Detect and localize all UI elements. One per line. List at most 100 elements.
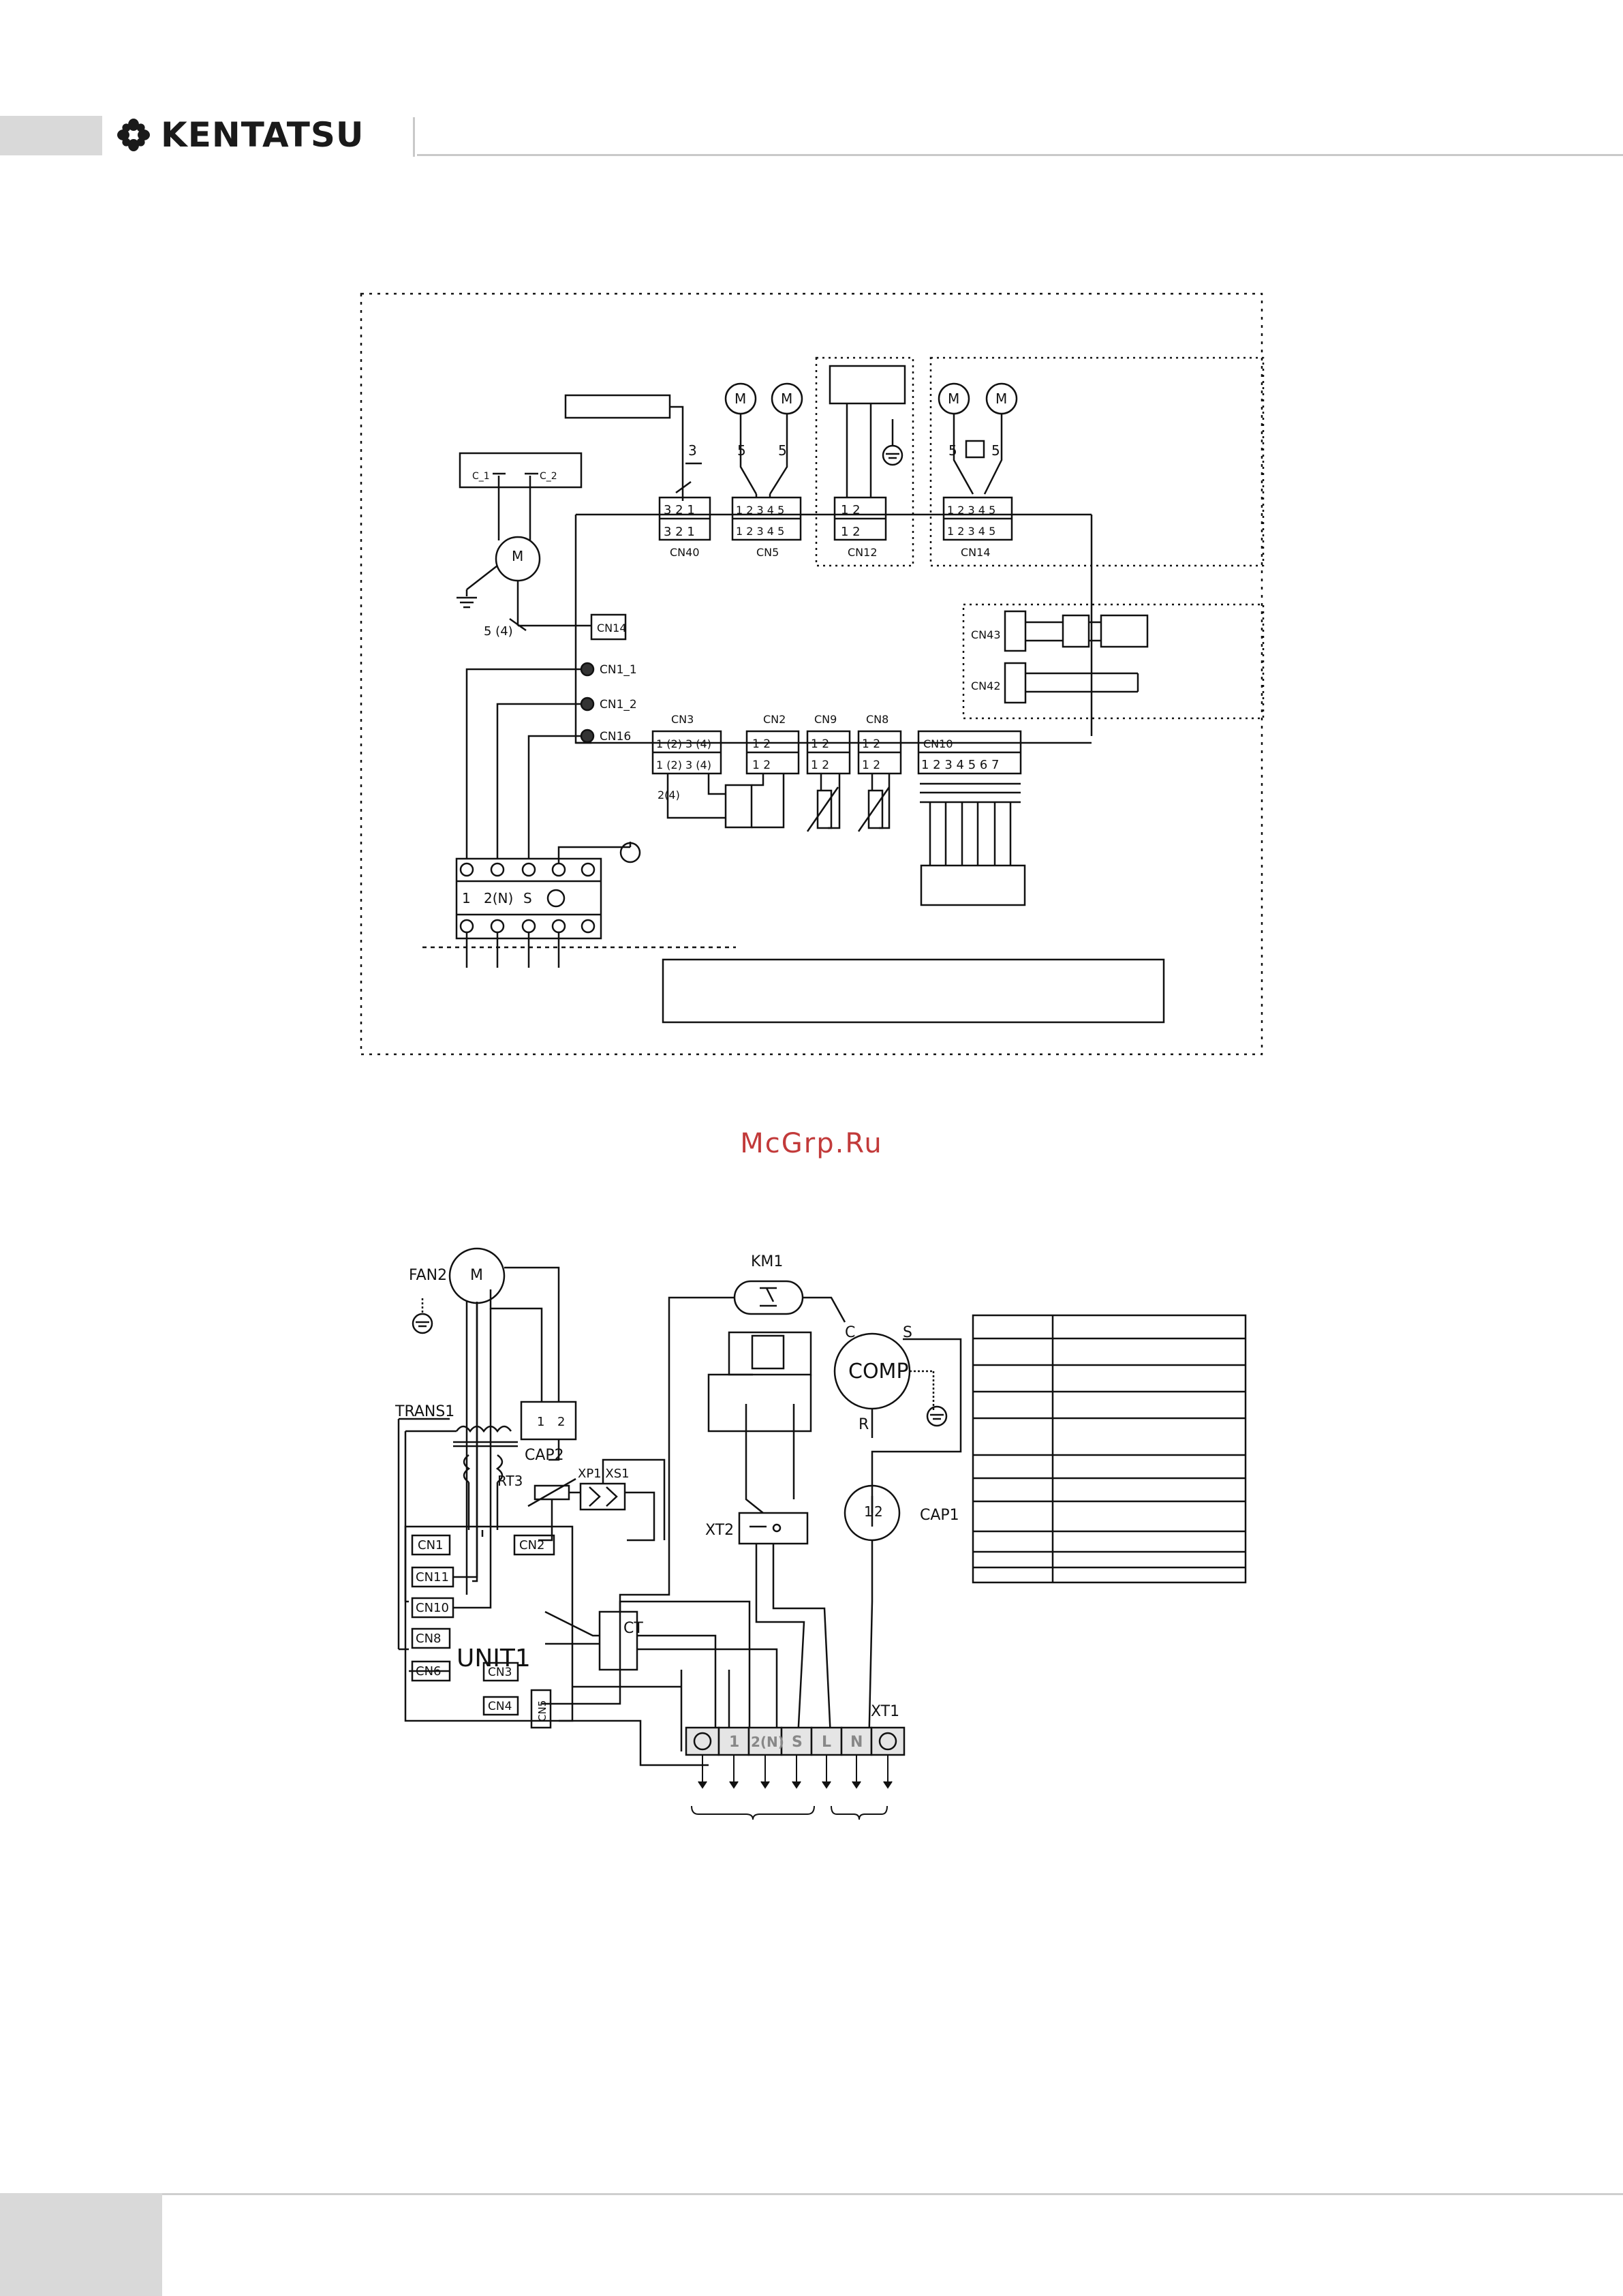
footer-rule — [162, 2193, 1623, 2195]
unit-cn10-label: CN10 — [416, 1601, 449, 1615]
unit-cn3-label: CN3 — [488, 1666, 512, 1679]
cn2-pins-bottom: 1 2 — [752, 759, 771, 772]
cn5-pins-top: 1 2 3 4 5 — [736, 504, 784, 517]
cn43-device-box — [1100, 614, 1149, 648]
comp-c-label: C — [845, 1324, 855, 1341]
gear-flower-icon — [117, 119, 150, 151]
rt3-label: RT3 — [497, 1473, 523, 1489]
cn9-label: CN9 — [814, 713, 837, 726]
cn14-label: CN14 — [961, 546, 991, 559]
terminal-1-label: 1 — [462, 890, 471, 906]
comp-label: COMP — [848, 1360, 909, 1383]
xt1-ground-left — [685, 1726, 720, 1756]
cap2-label: CAP2 — [525, 1447, 564, 1464]
unit-cn4-label: CN4 — [488, 1700, 512, 1713]
ct-label: CT — [623, 1620, 643, 1637]
display-board-box — [564, 394, 671, 419]
cn9-pins-bottom: 1 2 — [811, 759, 829, 772]
swing-motor-2-label: M — [995, 391, 1007, 407]
cn10-device-box — [920, 864, 1026, 906]
indoor-motor-label: M — [512, 548, 523, 564]
cn12-device-box — [829, 365, 906, 405]
fan2-label: FAN2 — [409, 1267, 447, 1284]
header-divider-tick — [413, 117, 415, 157]
cn43-label: CN43 — [971, 628, 1001, 641]
unit-cn1 — [411, 1534, 451, 1556]
transformer-coil — [724, 784, 753, 829]
xt1-l-label: L — [822, 1734, 831, 1751]
wire-2-4-label: 2(4) — [658, 789, 680, 801]
cn1-1-label: CN1_1 — [600, 663, 637, 677]
xt1-2n-label: 2(N) — [751, 1734, 784, 1750]
cn2-label: CN2 — [763, 713, 786, 726]
cn3-pins-top: 1 (2) 3 (4) — [656, 737, 711, 750]
cap2-pin2: 2 — [557, 1415, 565, 1429]
unit-cn1-label: CN1 — [418, 1538, 444, 1552]
capacitor-box — [459, 452, 583, 489]
cn14-pins-top: 1 2 3 4 5 — [947, 504, 995, 517]
terminal-2n-label: 2(N) — [484, 890, 513, 906]
comp-s-label: S — [903, 1324, 912, 1341]
indoor-wiring-diagram: C_1 C_2 M 5 (4) CN14 3 3 2 1 3 2 1 CN40 … — [360, 292, 1265, 1056]
unit-cn11-label: CN11 — [416, 1570, 449, 1585]
cn8-pins-bottom: 1 2 — [862, 759, 880, 772]
cn43-cn42-region — [962, 603, 1265, 720]
km1-contact-body — [733, 1280, 804, 1315]
fan-motor-label: M — [470, 1267, 483, 1284]
cn40-pins-top: 3 2 1 — [664, 503, 695, 517]
km1-coil — [751, 1334, 785, 1370]
footer-grey-block — [0, 2193, 162, 2296]
trans1-label: TRANS1 — [395, 1403, 454, 1420]
unit-cn2-label: CN2 — [519, 1538, 545, 1552]
indoor-note-box — [662, 958, 1165, 1024]
cn10-label: CN10 — [923, 737, 953, 750]
cn12-label: CN12 — [848, 546, 878, 559]
cn12-pins-top: 1 2 — [841, 503, 861, 517]
swing-motor-1-label: M — [948, 391, 959, 407]
comp-r-label: R — [859, 1416, 869, 1433]
cn5-pins-bottom: 1 2 3 4 5 — [736, 525, 784, 538]
xt2-label: XT2 — [705, 1522, 734, 1539]
terminal-s-label: S — [523, 890, 532, 906]
unit-cn8 — [411, 1627, 451, 1649]
wire-3-label: 3 — [688, 442, 697, 459]
outdoor-wiring-diagram: M FAN2 1 2 CAP2 TRANS1 RT3 XP1 XS1 UNIT1… — [395, 1247, 1247, 1820]
xt1-ground-right — [870, 1726, 906, 1756]
xt1-1-label: 1 — [729, 1734, 739, 1751]
cap1-pin2: 2 — [874, 1503, 883, 1520]
unit-cn5 — [530, 1689, 552, 1729]
legend-table — [972, 1314, 1247, 1584]
cap-c2-label: C_2 — [540, 471, 557, 482]
connector-cn42 — [1004, 662, 1027, 704]
cn4-label: CN14 — [597, 622, 627, 634]
xt1-terminal-n — [840, 1726, 873, 1756]
cap1-label: CAP1 — [920, 1507, 959, 1524]
cn16-label: CN16 — [600, 730, 631, 744]
cn5-label: CN5 — [756, 546, 779, 559]
wire-5-label-a: 5 — [737, 442, 746, 459]
xp1-xs1-connector — [579, 1482, 626, 1511]
current-transformer — [598, 1610, 638, 1671]
wire-5-label-c: 5 — [948, 442, 957, 459]
louver-motor-2-label: M — [781, 391, 792, 407]
cn14-region — [929, 356, 1265, 567]
room-temp-sensor — [816, 789, 833, 829]
xt1-label: XT1 — [871, 1703, 899, 1720]
header-rule — [417, 154, 1623, 156]
cn10-pins: 1 2 3 4 5 6 7 — [921, 758, 1000, 772]
cn2-pins-top: 1 2 — [752, 737, 771, 751]
cn14-pins-bottom: 1 2 3 4 5 — [947, 525, 995, 538]
cn9-pins-top: 1 2 — [811, 737, 829, 751]
connector-cn43 — [1004, 610, 1027, 652]
outer-boundary — [360, 292, 1263, 1056]
xt1-n-label: N — [850, 1734, 863, 1751]
pipe-temp-sensor — [867, 789, 884, 829]
cap2-pin1: 1 — [537, 1415, 544, 1429]
brand-name: KENTATSU — [161, 115, 365, 155]
cap1-pin1: 1 — [864, 1503, 873, 1520]
outdoor-control-board — [404, 1525, 574, 1722]
xt1-terminal-s — [780, 1726, 813, 1756]
cn3-pins-bottom: 1 (2) 3 (4) — [656, 759, 711, 771]
km1-label: KM1 — [751, 1253, 783, 1270]
xt1-s-label: S — [792, 1734, 803, 1751]
